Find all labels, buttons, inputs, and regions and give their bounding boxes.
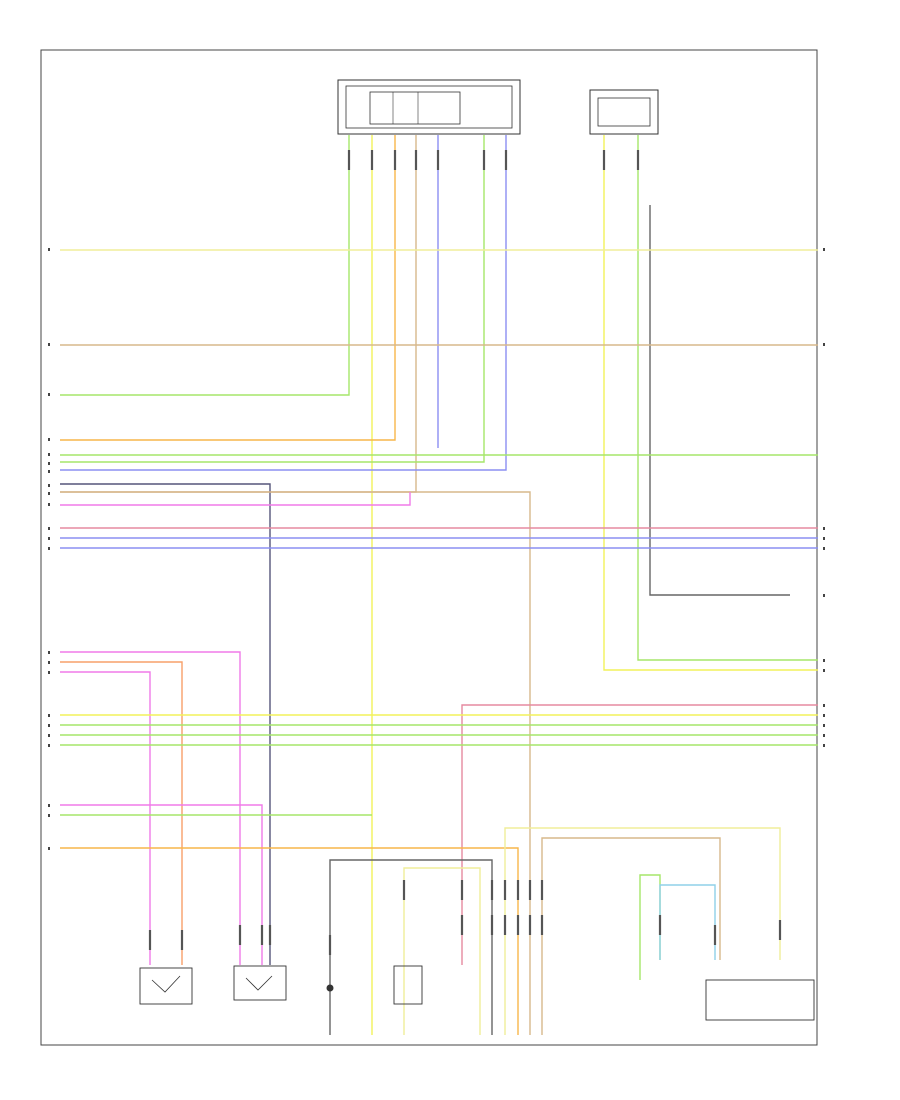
top-right-component (589, 89, 659, 135)
top-block-wires (60, 135, 507, 1035)
horizontal-wires (60, 249, 818, 1035)
bottom-component-3 (393, 965, 423, 1005)
ground-symbol (326, 984, 334, 992)
bottom-component-5 (705, 979, 815, 1021)
bottom-component-1 (139, 967, 193, 1005)
top-center-component (337, 79, 521, 135)
top-right-wires (603, 135, 818, 671)
bottom-component-2 (233, 965, 287, 1001)
edge-ticks (48, 248, 825, 850)
connector-pins (148, 150, 782, 955)
